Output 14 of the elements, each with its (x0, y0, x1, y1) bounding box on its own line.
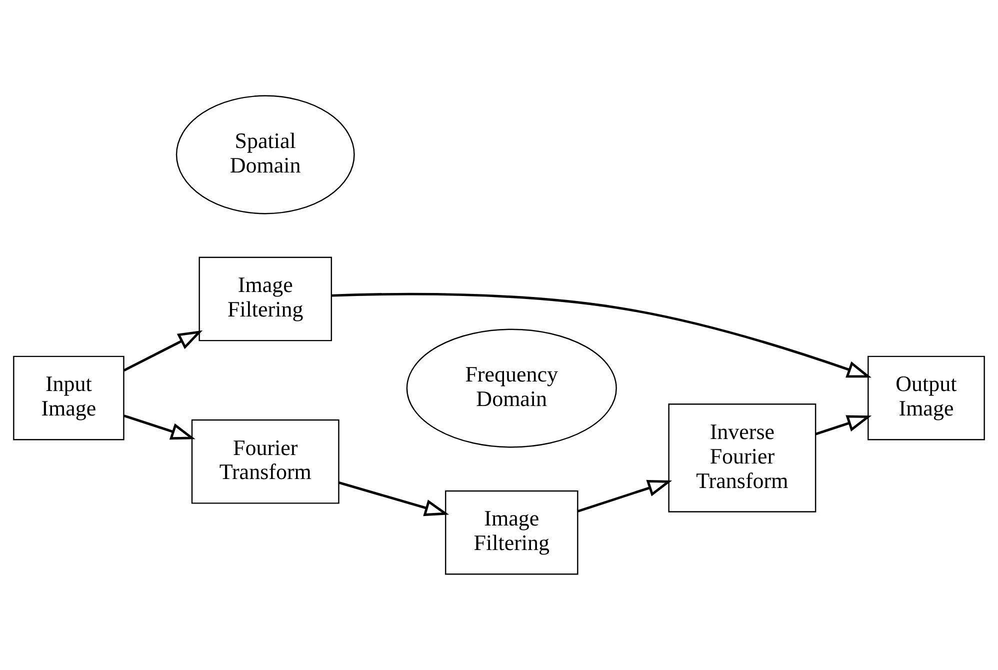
node-box: Image Filtering (198, 256, 332, 342)
arrow (578, 480, 672, 512)
arrow (331, 292, 872, 378)
node-box: Image Filtering (444, 490, 578, 575)
arrow (815, 415, 872, 436)
node-box: Output Image (868, 356, 985, 440)
node-ellipse: Spatial Domain (176, 95, 355, 214)
node-box: Inverse Fourier Transform (668, 404, 816, 512)
arrow (123, 330, 203, 372)
node-box: Fourier Transform (191, 419, 340, 504)
node-box: Input Image (13, 356, 124, 440)
arrow (338, 481, 450, 516)
arrow (124, 414, 196, 440)
node-ellipse: Frequency Domain (406, 328, 617, 448)
